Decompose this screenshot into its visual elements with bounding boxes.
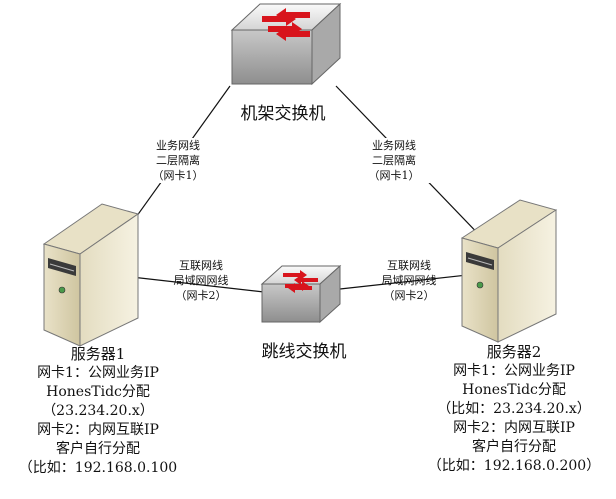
link-label-line: （网卡1） (152, 169, 204, 182)
server1-info-line: HonesTidc分配 (46, 384, 150, 400)
server1-info: 服务器1 网卡1：公网业务IP HonesTidc分配 （23.234.20.x… (0, 344, 196, 478)
link-label-line: 互联网线 (179, 259, 223, 272)
link-label-server2-rack: 业务网线 二层隔离 （网卡1） (356, 138, 432, 183)
server1-info-line: （比如：192.168.0.100 (18, 460, 178, 476)
server2-info-line: 网卡1：公网业务IP (453, 363, 575, 379)
server1-name: 服务器1 (70, 345, 126, 363)
link-label-server1-rack: 业务网线 二层隔离 （网卡1） (140, 138, 216, 183)
link-label-line: 局域网网线 (381, 274, 437, 287)
server1-info-line: （23.234.20.x） (42, 403, 154, 419)
server2-info-line: HonesTidc分配 (462, 382, 566, 398)
link-label-line: 业务网线 (372, 139, 416, 152)
rack-switch-label: 机架交换机 (240, 104, 326, 124)
server2-info: 服务器2 网卡1：公网业务IP HonesTidc分配 （比如：23.234.2… (412, 342, 616, 476)
jumper-switch-label: 跳线交换机 (261, 342, 347, 362)
jumper-switch-icon (260, 264, 342, 324)
server2-icon (460, 199, 558, 343)
server2-info-line: （比如：192.168.0.200） (427, 458, 601, 474)
server1-info-line: 网卡2：内网互联IP (37, 422, 159, 438)
server2-name: 服务器2 (486, 343, 542, 361)
link-label-line: 局域网网线 (173, 274, 229, 287)
server2-info-line: 网卡2：内网互联IP (453, 420, 575, 436)
link-label-line: 二层隔离 (372, 154, 416, 167)
arrows-icon (262, 8, 310, 41)
server2-info-line: 客户自行分配 (472, 439, 556, 455)
server1-info-line: 客户自行分配 (56, 441, 140, 457)
link-label-line: 互联网线 (387, 259, 431, 272)
server1-icon (42, 203, 140, 347)
link-label-server2-jumper: 互联网线 局域网网线 （网卡2） (366, 258, 452, 303)
server1-info-line: 网卡1：公网业务IP (37, 365, 159, 381)
arrows-icon (283, 270, 318, 293)
link-label-line: 业务网线 (156, 139, 200, 152)
link-label-server1-jumper: 互联网线 局域网网线 （网卡2） (158, 258, 244, 303)
link-label-line: （网卡2） (383, 289, 435, 302)
link-label-line: 二层隔离 (156, 154, 200, 167)
link-label-line: （网卡1） (368, 169, 420, 182)
server2-info-line: （比如：23.234.20.x） (437, 401, 591, 417)
rack-switch-icon (230, 2, 342, 86)
link-label-line: （网卡2） (175, 289, 227, 302)
